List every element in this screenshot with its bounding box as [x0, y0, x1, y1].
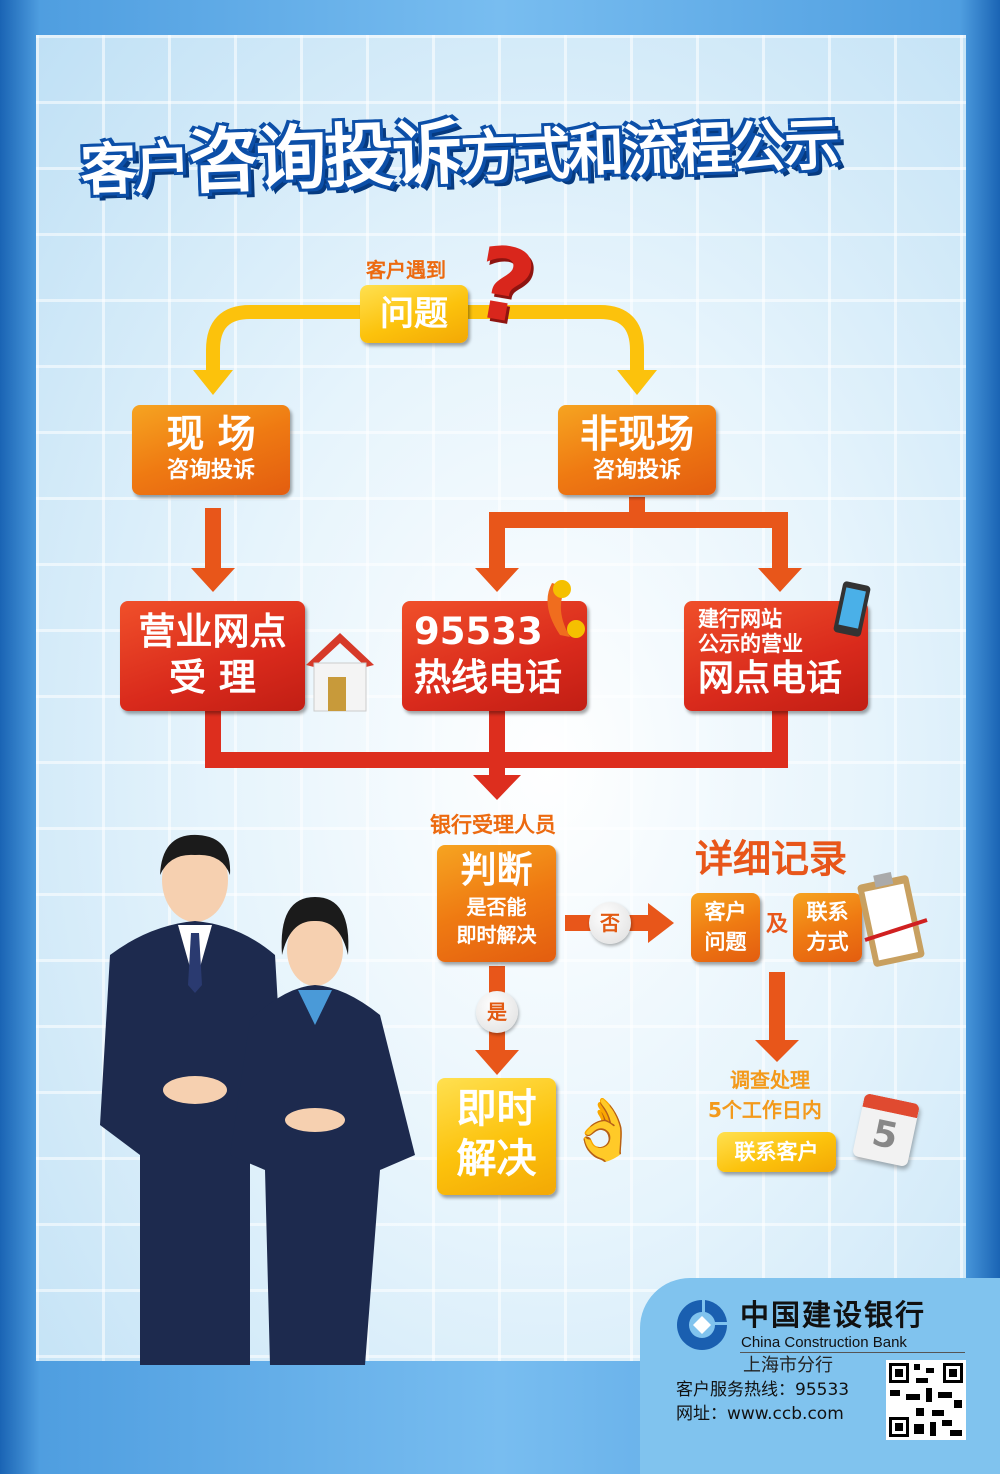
staff-illustration — [100, 834, 415, 1365]
house-icon — [306, 633, 374, 712]
record-title: 详细记录 — [695, 837, 848, 881]
five-days-caption: 5个工作日内 — [708, 1098, 822, 1122]
male-staff — [100, 834, 285, 1365]
contact-customer-box: 联系客户 — [717, 1132, 836, 1172]
branch-channel-box: 营业网点受 理 — [120, 601, 305, 711]
clipboard-icon — [857, 871, 928, 967]
onsite-box: 现 场 咨询投诉 — [132, 405, 290, 495]
immediate-resolve-box: 即时解决 — [437, 1078, 556, 1195]
telephone-icon — [547, 580, 585, 638]
investigate-caption: 调查处理 — [730, 1068, 810, 1092]
arrow-head — [193, 370, 233, 395]
customer-issue-box: 客户问题 — [691, 893, 760, 962]
yes-label: 是 — [476, 991, 518, 1033]
offsite-box: 非现场 咨询投诉 — [558, 405, 716, 495]
yellow-connector-left — [206, 305, 362, 372]
and-label: 及 — [766, 912, 789, 937]
mobile-phone-icon — [833, 581, 871, 637]
yellow-connector-right — [468, 305, 644, 372]
female-staff — [230, 897, 415, 1365]
staff-caption: 银行受理人员 — [430, 813, 556, 837]
arrow-head — [617, 370, 657, 395]
judge-box: 判断 是否能 即时解决 — [437, 845, 556, 962]
bank-name-cn: 中国建设银行 — [740, 1298, 927, 1332]
problem-box: 问题 — [360, 285, 468, 343]
website-link[interactable]: 网址：www.ccb.com — [676, 1404, 844, 1424]
contact-info-box: 联系方式 — [793, 893, 862, 962]
divider — [740, 1352, 965, 1353]
qr-code-icon — [886, 1360, 966, 1440]
no-label: 否 — [589, 902, 631, 944]
start-caption: 客户遇到 — [366, 258, 446, 282]
hotline-text: 客户服务热线：95533 — [676, 1380, 850, 1400]
ccb-logo-icon — [677, 1300, 727, 1350]
ok-hand-icon: 👌 — [566, 1095, 641, 1165]
branch-name: 上海市分行 — [743, 1355, 833, 1376]
bank-name-en: China Construction Bank — [741, 1334, 907, 1351]
